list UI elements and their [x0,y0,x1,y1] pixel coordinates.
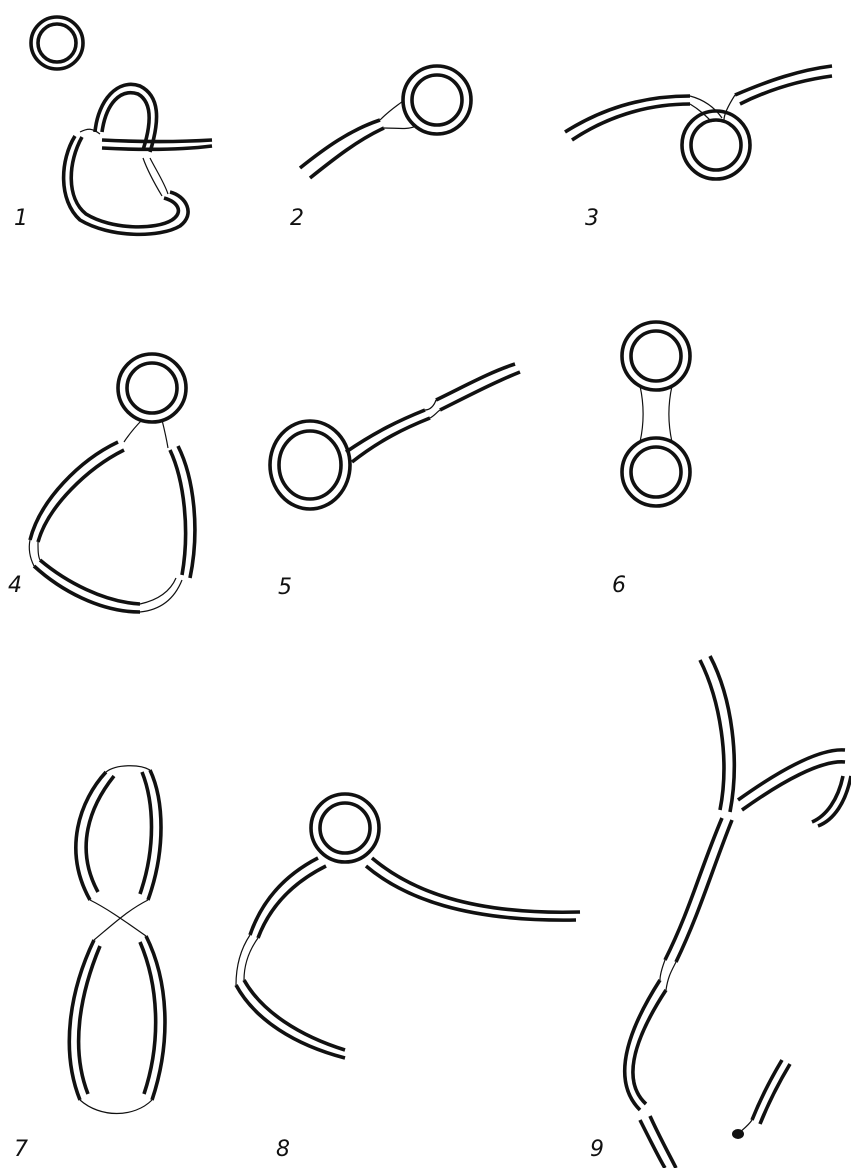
panel-2: 2 [290,66,471,231]
panel-label-2: 2 [290,206,304,231]
panel-3: 3 [565,66,832,231]
panel-label-6: 6 [612,573,626,598]
panel-label-8: 8 [276,1137,290,1162]
panel-label-9: 9 [590,1137,604,1162]
panel-label-5: 5 [278,575,292,600]
panel-4: 4 [8,354,195,612]
panel-label-7: 7 [14,1137,28,1162]
panel-8: 8 [236,794,580,1162]
panel-9: 9 [590,656,851,1168]
panel-1: 1 [14,17,212,234]
circular-molecule [31,17,83,69]
circular-region [270,421,350,509]
panel-label-4: 4 [8,573,22,598]
panel-6: 6 [612,322,690,598]
panel-label-1: 1 [14,206,28,231]
panel-label-3: 3 [585,206,599,231]
panel-7: 7 [14,766,165,1162]
knotted-molecule [64,84,212,234]
panel-5: 5 [270,364,520,600]
